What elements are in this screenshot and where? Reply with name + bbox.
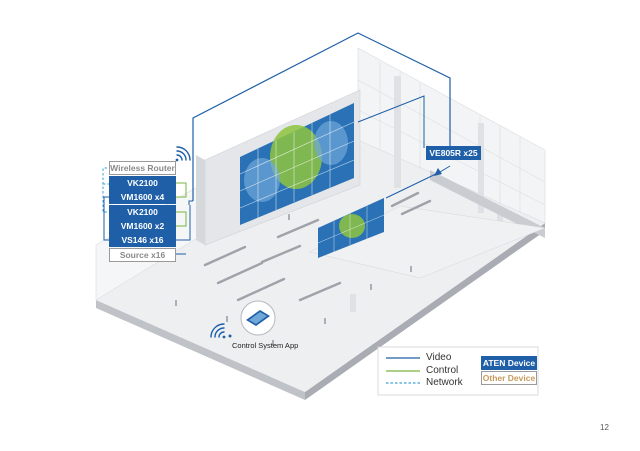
device-vk2100-top: VK2100 [109, 176, 176, 190]
legend-aten-device: ATEN Device [481, 356, 537, 370]
video-link-vs146 [176, 205, 191, 241]
video-wall-large-grid [239, 114, 355, 218]
control-link-vk-top [176, 182, 187, 198]
floor-slab-side [96, 300, 305, 400]
video-wall-small-highlight [339, 214, 365, 238]
desk-rows [203, 191, 432, 302]
floor [96, 140, 545, 392]
legend-other-device: Other Device [481, 371, 537, 385]
people [175, 214, 412, 346]
control-app-label: Control System App [232, 341, 299, 350]
wifi-icon-app [210, 323, 226, 339]
video-link-chain [103, 196, 109, 241]
stage-block-side [196, 155, 205, 245]
network-link [102, 167, 109, 213]
video-wall-large-highlight [244, 121, 348, 202]
video-wall-small-grid [317, 206, 385, 252]
video-link-devices [188, 200, 193, 205]
legend-control: Control [426, 365, 459, 376]
device-source-x16: Source x16 [109, 248, 176, 262]
tablet-icon [246, 310, 270, 326]
wifi-icon [175, 146, 191, 162]
legend-network: Network [426, 377, 463, 388]
device-ve805r-x25: VE805R x25 [426, 146, 481, 160]
device-wireless-router: Wireless Router [109, 161, 176, 175]
device-vs146-x16: VS146 x16 [109, 233, 176, 247]
control-link-vk-bottom [176, 211, 187, 227]
legend-video: Video [426, 352, 452, 363]
control-app-dot [228, 334, 232, 338]
video-link-ve805r [439, 165, 451, 173]
page-number: 12 [600, 423, 609, 432]
video-link-small-wall [385, 171, 441, 199]
video-link-ceiling [192, 32, 451, 201]
video-arrow [434, 168, 442, 176]
video-link-large-wall [357, 95, 425, 148]
device-vm1600-x2: VM1600 x2 [109, 219, 176, 233]
device-vm1600-x4: VM1600 x4 [109, 190, 176, 204]
balcony [430, 170, 545, 238]
floor-slab-front [305, 223, 545, 400]
device-vk2100-bottom: VK2100 [109, 205, 176, 219]
